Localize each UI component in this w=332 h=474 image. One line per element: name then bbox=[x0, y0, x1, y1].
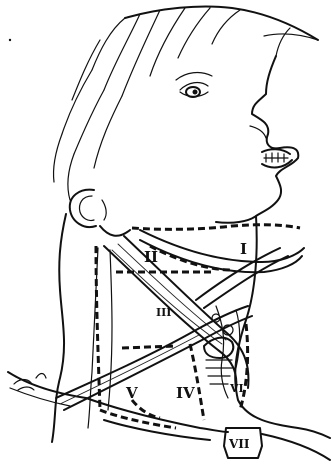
hand-marks bbox=[9, 39, 46, 390]
level-iii-label: III bbox=[156, 306, 171, 319]
face-profile bbox=[176, 56, 298, 223]
hair bbox=[53, 6, 318, 200]
level-i-label: I bbox=[240, 240, 247, 258]
level-ii-label: II bbox=[144, 248, 158, 266]
level-iv-label: IV bbox=[176, 384, 195, 402]
ear bbox=[70, 190, 106, 227]
neck-outline bbox=[8, 214, 330, 460]
level-v-label: V bbox=[125, 384, 138, 402]
level-vii-label: VII bbox=[228, 437, 250, 451]
digastric-band bbox=[140, 230, 304, 308]
level-vi-label: VI bbox=[229, 382, 244, 395]
